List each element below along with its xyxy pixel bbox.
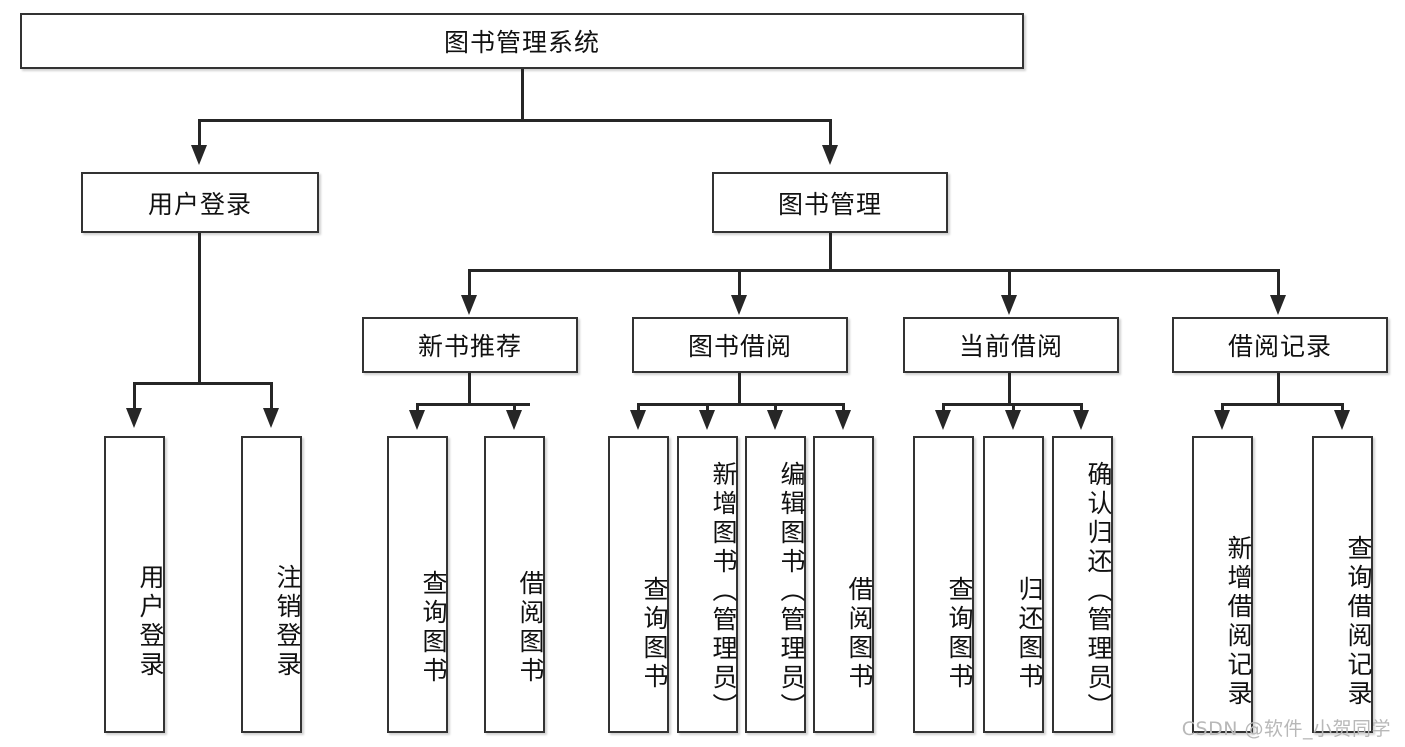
edge-currentborrow-stem (1008, 373, 1011, 405)
node-borrow-record[interactable]: 借阅记录 (1172, 317, 1388, 373)
node-label: 查询图书 (640, 575, 669, 692)
arrow-to-leaf-borrow-book-a (506, 410, 522, 430)
edge-borrowrecord-drop-2 (1341, 403, 1344, 412)
edge-borrowrecord-bus (1221, 403, 1343, 406)
leaf-query-book-newbook[interactable]: 查询图书 (387, 436, 448, 733)
leaf-add-book-admin[interactable]: 新增图书（管理员） (677, 436, 738, 733)
edge-drop-borrow-record (1277, 269, 1280, 297)
arrow-to-book-borrow (731, 295, 747, 315)
node-book-borrow[interactable]: 图书借阅 (632, 317, 848, 373)
node-root-system[interactable]: 图书管理系统 (20, 13, 1024, 69)
arrow-to-leaf-query-book-b (630, 410, 646, 430)
leaf-query-borrow-record[interactable]: 查询借阅记录 (1312, 436, 1373, 733)
edge-newbook-drop-2 (513, 403, 516, 412)
edge-userlogin-drop-1 (133, 382, 136, 410)
leaf-return-book[interactable]: 归还图书 (983, 436, 1044, 733)
node-label: 查询借阅记录 (1344, 534, 1373, 709)
arrow-to-leaf-logout (263, 408, 279, 428)
edge-borrowrecord-drop-1 (1221, 403, 1224, 412)
edge-bookborrow-drop-1 (637, 403, 640, 412)
leaf-query-book-current[interactable]: 查询图书 (913, 436, 974, 733)
leaf-user-login[interactable]: 用户登录 (104, 436, 165, 733)
edge-bookmgmt-bus (468, 269, 1280, 272)
leaf-borrow-book-newbook[interactable]: 借阅图书 (484, 436, 545, 733)
arrow-to-leaf-user-login (126, 408, 142, 428)
node-label: 新书推荐 (417, 332, 522, 361)
edge-newbook-stem (468, 373, 471, 405)
arrow-to-leaf-query-book-a (409, 410, 425, 430)
node-label: 借阅记录 (1227, 332, 1332, 361)
leaf-query-book-borrow[interactable]: 查询图书 (608, 436, 669, 733)
node-book-management[interactable]: 图书管理 (712, 172, 948, 233)
node-label: 新增借阅记录 (1224, 534, 1253, 709)
arrow-to-new-book-rec (461, 295, 477, 315)
arrow-to-leaf-edit-book (767, 410, 783, 430)
leaf-logout[interactable]: 注销登录 (241, 436, 302, 733)
edge-currentborrow-drop-1 (942, 403, 945, 412)
edge-bookborrow-drop-2 (706, 403, 709, 412)
edge-drop-new-books (468, 269, 471, 297)
node-label: 新增图书（管理员） (709, 461, 738, 722)
node-label: 当前借阅 (958, 332, 1063, 361)
arrow-to-leaf-query-book-c (935, 410, 951, 430)
edge-userlogin-bus (133, 382, 273, 385)
leaf-add-borrow-record[interactable]: 新增借阅记录 (1192, 436, 1253, 733)
edge-bookborrow-bus (637, 403, 845, 406)
arrow-to-leaf-query-record (1334, 410, 1350, 430)
edge-root-stem (521, 69, 524, 120)
edge-bookborrow-drop-3 (774, 403, 777, 412)
node-label: 借阅图书 (516, 569, 545, 686)
edge-drop-current-borrow (1008, 269, 1011, 297)
node-label: 编辑图书（管理员） (777, 461, 806, 722)
leaf-edit-book-admin[interactable]: 编辑图书（管理员） (745, 436, 806, 733)
watermark-text: CSDN @软件_小贺同学 (1181, 718, 1391, 740)
edge-bookborrow-stem (738, 373, 741, 405)
node-label: 用户登录 (147, 189, 252, 219)
arrow-to-leaf-borrow-book-b (835, 410, 851, 430)
node-user-login[interactable]: 用户登录 (81, 172, 319, 233)
arrow-to-book-manage (822, 145, 838, 165)
edge-currentborrow-drop-2 (1012, 403, 1015, 412)
leaf-confirm-return-admin[interactable]: 确认归还（管理员） (1052, 436, 1113, 733)
arrow-to-user-login (191, 145, 207, 165)
node-label: 注销登录 (273, 563, 302, 680)
arrow-to-borrow-record (1270, 295, 1286, 315)
edge-borrowrecord-stem (1277, 373, 1280, 405)
node-label: 图书管理 (777, 189, 882, 219)
edge-drop-book-borrow (738, 269, 741, 297)
leaf-borrow-book[interactable]: 借阅图书 (813, 436, 874, 733)
edge-userlogin-drop-2 (270, 382, 273, 410)
node-current-borrow[interactable]: 当前借阅 (903, 317, 1119, 373)
node-label: 查询图书 (945, 575, 974, 692)
node-label: 确认归还（管理员） (1084, 461, 1113, 722)
node-label: 归还图书 (1015, 575, 1044, 692)
edge-newbook-drop-1 (416, 403, 419, 412)
node-new-book-recommend[interactable]: 新书推荐 (362, 317, 578, 373)
node-label: 图书借阅 (687, 332, 792, 361)
edge-root-drop-right (829, 119, 832, 147)
edge-currentborrow-drop-3 (1080, 403, 1083, 412)
arrow-to-leaf-add-book (699, 410, 715, 430)
edge-newbook-bus (416, 403, 530, 406)
arrow-to-current-borrow (1001, 295, 1017, 315)
edge-userlogin-stem (198, 233, 201, 384)
node-label: 查询图书 (419, 569, 448, 686)
edge-bookmgmt-stem (829, 233, 832, 271)
arrow-to-leaf-return-book (1005, 410, 1021, 430)
edge-bookborrow-drop-4 (842, 403, 845, 412)
arrow-to-leaf-confirm-return (1073, 410, 1089, 430)
edge-root-drop-left (198, 119, 201, 147)
node-label: 借阅图书 (845, 575, 874, 692)
arrow-to-leaf-add-record (1214, 410, 1230, 430)
edge-root-bus (198, 119, 832, 122)
node-label: 用户登录 (136, 563, 165, 680)
node-label: 图书管理系统 (443, 28, 600, 57)
